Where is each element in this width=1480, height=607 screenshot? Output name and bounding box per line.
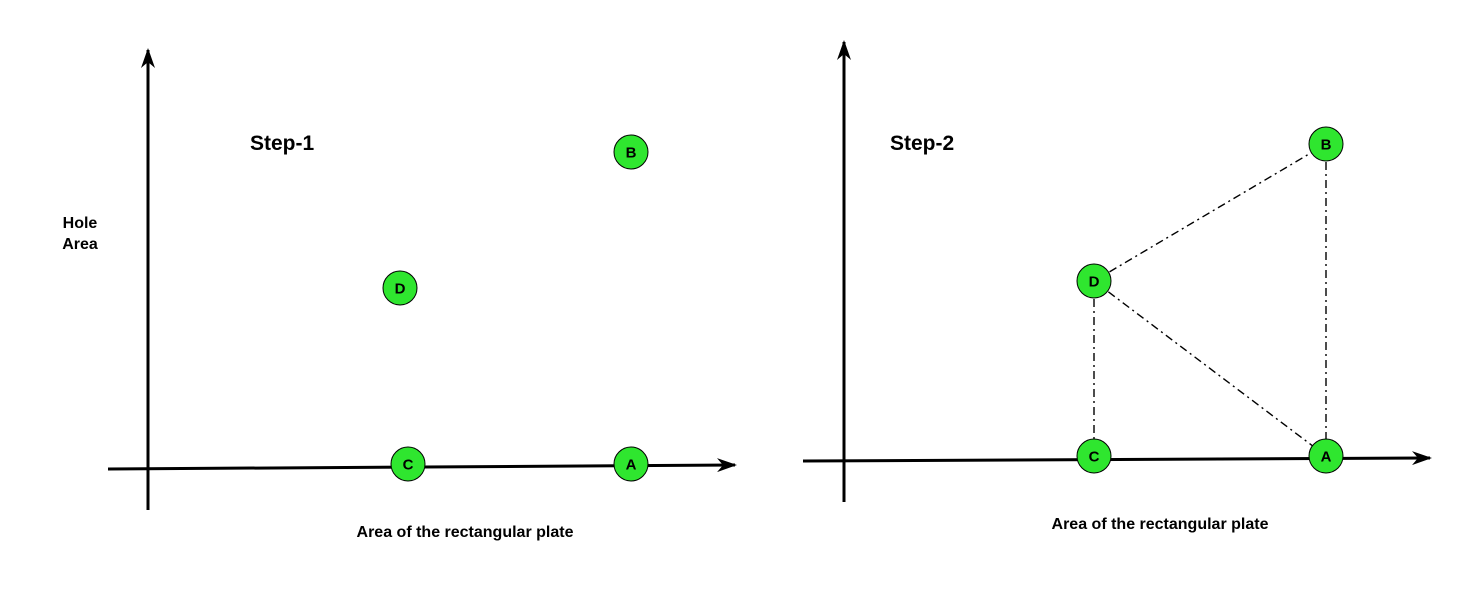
node-d-label: D [395,281,406,298]
step-label: Step-2 [890,132,954,155]
node-b: B [1308,126,1344,162]
panel-step-2: Step-2 Area of the rectangular plate B D… [802,40,1432,533]
node-d: D [382,270,418,306]
node-c: C [390,446,426,482]
x-axis-label: Area of the rectangular plate [1052,516,1269,533]
node-d-label: D [1089,274,1100,291]
node-c-label: C [403,457,414,474]
y-axis-label-line2: Area [62,236,98,253]
node-b-label: B [1321,137,1332,154]
node-a: A [1308,438,1344,474]
node-b: B [613,134,649,170]
x-axis-label: Area of the rectangular plate [357,524,574,541]
node-d: D [1076,263,1112,299]
panel-step-1: Step-1 Hole Area Area of the rectangular… [62,48,737,541]
node-b-label: B [626,145,637,162]
node-c-label: C [1089,449,1100,466]
y-axis-label-line1: Hole [63,215,98,232]
node-c: C [1076,438,1112,474]
edge-d-b [1093,143,1327,282]
node-a-label: A [626,457,637,474]
node-a: A [613,446,649,482]
step-label: Step-1 [250,132,315,155]
edge-d-a [1093,280,1327,457]
node-a-label: A [1321,449,1332,466]
